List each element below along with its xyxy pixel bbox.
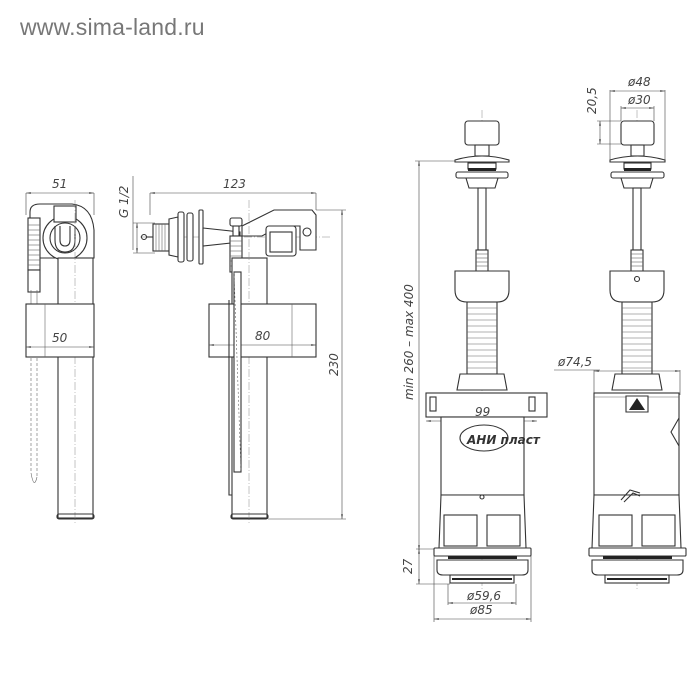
dim-g12: G 1/2 xyxy=(117,186,131,218)
dim-80: 80 xyxy=(255,329,271,343)
dim-230: 230 xyxy=(327,353,341,376)
dim-27: 27 xyxy=(401,558,415,574)
dim-50: 50 xyxy=(52,331,68,345)
dim-20-5: 20,5 xyxy=(585,87,599,114)
dim-123: 123 xyxy=(223,177,246,191)
dim-59-6: ø59,6 xyxy=(466,589,501,603)
dim-51: 51 xyxy=(52,177,67,191)
dim-30: ø30 xyxy=(627,93,651,107)
dim-99: 99 xyxy=(475,405,490,419)
side-valve-front-view: 51 50 xyxy=(25,177,95,525)
drain-valve-front-view: min 260 – max 400 xyxy=(401,110,548,622)
dim-85: ø85 xyxy=(469,603,493,617)
side-valve-side-view: G 1/2 123 xyxy=(117,176,346,525)
dim-74-5: ø74,5 xyxy=(557,355,592,369)
drain-valve-side-view: ø48 ø30 20,5 xyxy=(554,75,687,590)
dim-48: ø48 xyxy=(627,75,651,89)
dim-height-range: min 260 – max 400 xyxy=(402,284,416,400)
watermark-url: www.sima-land.ru xyxy=(20,14,205,40)
ani-plast-logo: АНИ пласт xyxy=(466,433,541,447)
